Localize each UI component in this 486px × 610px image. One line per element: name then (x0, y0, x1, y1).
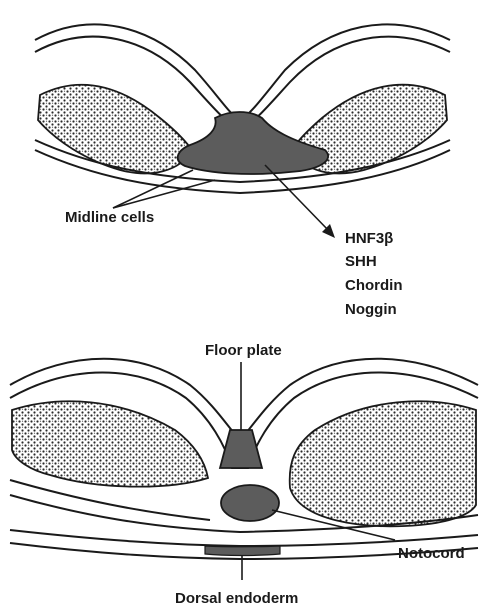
bottom-panel: Floor plate Notocord Dorsal endoderm (10, 342, 478, 607)
midline-cells-label: Midline cells (65, 209, 154, 226)
marker-chordin: Chordin (345, 277, 403, 294)
floor-plate (220, 430, 262, 468)
right-somite (290, 401, 476, 526)
notocord-label: Notocord (398, 545, 465, 562)
dorsal-endoderm-band (205, 546, 280, 556)
notocord (221, 485, 279, 521)
top-panel: Midline cells HNF3β SHH Chordin Noggin (35, 24, 450, 318)
midline-cells (178, 112, 328, 174)
floor-plate-label: Floor plate (205, 342, 282, 359)
left-somite (12, 401, 208, 486)
marker-shh: SHH (345, 253, 377, 270)
dorsal-endoderm-label: Dorsal endoderm (175, 590, 298, 607)
marker-noggin: Noggin (345, 301, 397, 318)
marker-hnf3b: HNF3β (345, 230, 393, 247)
